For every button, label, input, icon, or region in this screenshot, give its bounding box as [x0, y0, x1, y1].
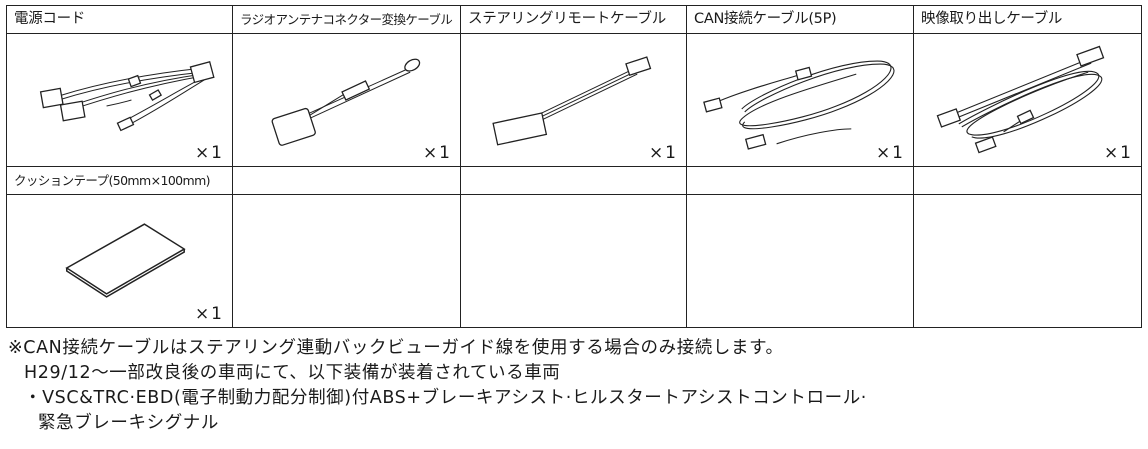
- parts-table: 電源コード ラジオアンテナコネクター変換ケーブル ステアリングリモートケーブル …: [6, 5, 1142, 328]
- note-equipment-line2: 緊急ブレーキシグナル: [38, 413, 219, 433]
- part-name-radio-antenna-adapter: ラジオアンテナコネクター変換ケーブル: [232, 5, 461, 34]
- steering-remote-cable-icon: [492, 56, 652, 146]
- part-name-power-cord: 電源コード: [6, 5, 233, 34]
- part-name-video-output-cable: 映像取り出しケーブル: [913, 5, 1142, 34]
- part-name-cushion-tape: クッションテープ(50mm×100mm): [6, 166, 233, 195]
- part-cell-radio-antenna-adapter: ×1: [232, 33, 461, 167]
- radio-antenna-adapter-icon: [271, 58, 421, 146]
- part-cell-steering-remote-cable: ×1: [460, 33, 687, 167]
- part-name-can-cable: CAN接続ケーブル(5P): [686, 5, 914, 34]
- part-name-steering-remote-cable: ステアリングリモートケーブル: [460, 5, 687, 34]
- cushion-tape-icon: [65, 223, 186, 298]
- empty-cell: [686, 194, 914, 328]
- part-cell-can-cable: ×1: [686, 33, 914, 167]
- can-cable-icon: [703, 60, 895, 150]
- part-cell-power-cord: ×1: [6, 33, 233, 167]
- note-can-cable: ※CAN接続ケーブルはステアリング連動バックビューガイド線を使用する場合のみ接続…: [8, 338, 784, 358]
- empty-cell: [460, 166, 687, 195]
- part-quantity: ×1: [1103, 143, 1133, 163]
- empty-cell: [913, 166, 1142, 195]
- notes: ※CAN接続ケーブルはステアリング連動バックビューガイド線を使用する場合のみ接続…: [8, 336, 867, 436]
- empty-cell: [232, 194, 461, 328]
- empty-cell: [913, 194, 1142, 328]
- note-condition: H29/12〜一部改良後の車両にて、以下装備が装着されている車両: [24, 363, 561, 383]
- part-quantity: ×1: [875, 143, 905, 163]
- empty-cell: [686, 166, 914, 195]
- power-cord-harness-icon: [39, 61, 215, 132]
- parts-image-row-2: ×1: [6, 194, 1142, 328]
- part-quantity: ×1: [648, 143, 678, 163]
- note-equipment-line1: ・VSC&TRC·EBD(電子制動力配分制御)付ABS+ブレーキアシスト·ヒルス…: [24, 388, 867, 408]
- part-quantity: ×1: [422, 143, 452, 163]
- video-output-cable-icon: [936, 45, 1105, 154]
- parts-header-row: 電源コード ラジオアンテナコネクター変換ケーブル ステアリングリモートケーブル …: [6, 5, 1142, 34]
- empty-cell: [232, 166, 461, 195]
- part-quantity: ×1: [194, 304, 224, 324]
- part-cell-cushion-tape: ×1: [6, 194, 233, 328]
- empty-cell: [460, 194, 687, 328]
- part-quantity: ×1: [194, 143, 224, 163]
- parts-image-row: ×1 ×1 ×1: [6, 33, 1142, 167]
- part-cell-video-output-cable: ×1: [913, 33, 1142, 167]
- parts-header-row-2: クッションテープ(50mm×100mm): [6, 166, 1142, 195]
